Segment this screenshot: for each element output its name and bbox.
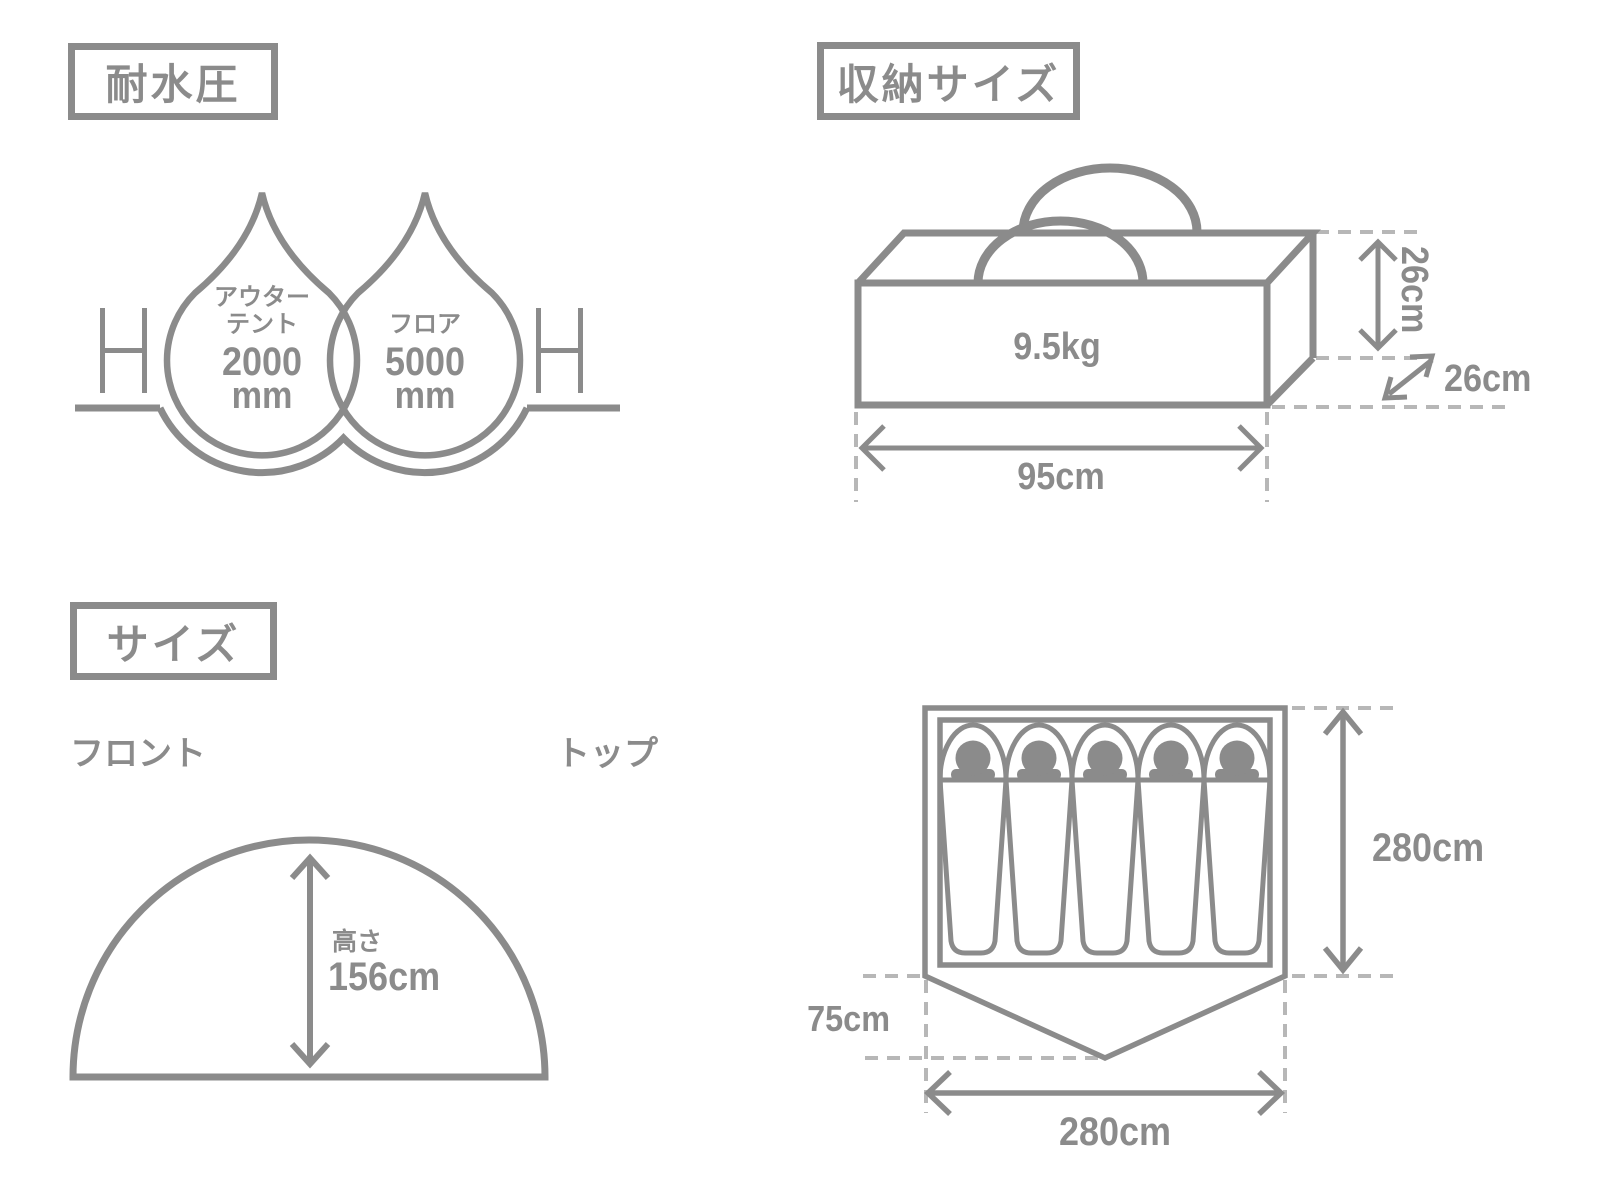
extension-lines xyxy=(863,706,1395,1113)
vestibule-depth-label: 75cm xyxy=(807,998,890,1039)
drop-value: 5000 xyxy=(384,340,466,384)
storage-size-title: 収納サイズ xyxy=(836,60,1061,108)
water-resistance-title-box: 耐水圧 xyxy=(68,43,278,120)
water-drop-floor-icon xyxy=(326,192,524,459)
sleeper-icon xyxy=(1006,725,1072,953)
depth-arrow xyxy=(1381,353,1436,401)
front-view-label: フロント xyxy=(70,735,206,773)
dome-outline xyxy=(69,836,549,1081)
sleeper-icon xyxy=(1072,725,1138,953)
height-arrow xyxy=(289,853,331,1069)
bag-depth-label: 26cm xyxy=(1444,358,1532,400)
drop-name: テント xyxy=(226,311,298,338)
water-drops-drawing xyxy=(75,192,620,477)
tent-outline xyxy=(922,705,1288,1062)
height-arrow xyxy=(1358,238,1398,352)
height-caption: 高さ xyxy=(332,928,383,956)
drop-unit: mm xyxy=(231,375,293,417)
sleeper-icon xyxy=(940,725,1006,953)
size-title-box: サイズ xyxy=(70,602,277,680)
h-fabric-icon-right xyxy=(536,308,583,393)
inner-floor-outline xyxy=(937,717,1273,968)
drop-value: 2000 xyxy=(221,340,303,384)
tent-width-label: 280cm xyxy=(1058,1110,1172,1154)
carry-bag-icon xyxy=(854,163,1321,409)
width-arrow xyxy=(924,1070,1285,1116)
depth-arrow xyxy=(1322,707,1364,975)
size-title: サイズ xyxy=(106,620,241,668)
tent-height-label: 156cm xyxy=(328,955,441,999)
storage-bag-drawing xyxy=(854,163,1510,502)
storage-size-title-box: 収納サイズ xyxy=(817,42,1080,120)
bag-width-label: 95cm xyxy=(1017,456,1105,498)
ground-line xyxy=(75,404,620,477)
top-view-drawing xyxy=(863,705,1395,1116)
sleeper-icons xyxy=(940,725,1270,953)
tent-depth-label: 280cm xyxy=(1372,826,1485,870)
drop-name: アウター xyxy=(214,284,310,311)
top-view-label: トップ xyxy=(556,735,658,773)
front-view-dome-drawing xyxy=(69,836,549,1081)
bag-height-label: 26cm xyxy=(1393,246,1435,334)
width-arrow xyxy=(858,424,1265,472)
drop-unit: mm xyxy=(394,375,456,417)
water-resistance-title: 耐水圧 xyxy=(105,61,241,108)
bag-weight-label: 9.5kg xyxy=(1013,326,1101,368)
water-drop-outer-tent-icon xyxy=(163,192,361,459)
outer-tent-drop-text: アウター テント 2000 mm xyxy=(180,284,344,417)
sleeper-icon xyxy=(1138,725,1204,953)
h-fabric-icon-left xyxy=(100,308,147,393)
drop-name: フロア xyxy=(389,311,461,338)
floor-drop-text: フロア 5000 mm xyxy=(343,311,507,417)
sleeper-icon xyxy=(1204,725,1270,953)
